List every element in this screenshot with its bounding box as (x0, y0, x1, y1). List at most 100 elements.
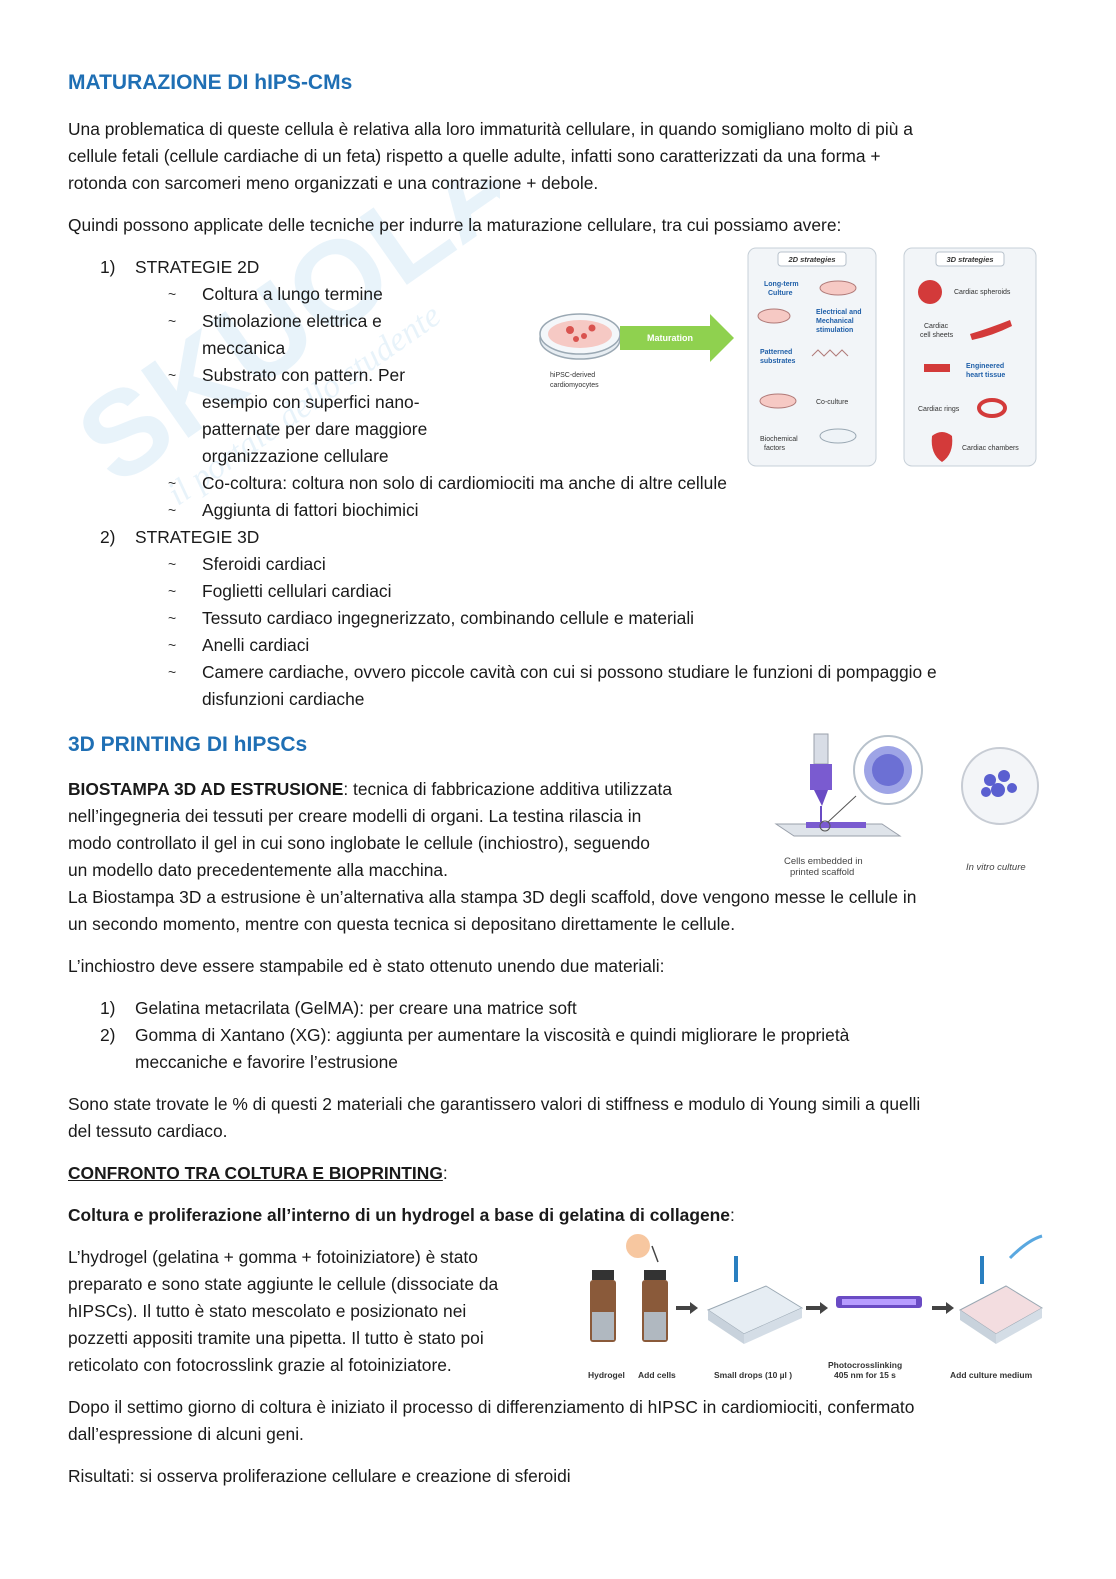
bullet-tilde: ~ (168, 583, 177, 599)
uv-lamp-icon (836, 1296, 922, 1308)
well-plate-icon (706, 1285, 804, 1344)
paragraph-line: modo controllato il gel in cui sono ingl… (68, 833, 650, 853)
bullet-text: Co-coltura: coltura non solo di cardiomi… (202, 473, 727, 493)
svg-text:Mechanical: Mechanical (816, 318, 854, 325)
paragraph-results: Risultati: si osserva proliferazione cel… (68, 1466, 571, 1486)
bullet-text: Camere cardiache, ovvero piccole cavità … (202, 662, 937, 682)
svg-text:Cardiac chambers: Cardiac chambers (962, 445, 1019, 452)
svg-text:Add culture medium: Add culture medium (950, 1370, 1033, 1380)
subheading-coltura: Coltura e proliferazione all’interno di … (68, 1205, 735, 1225)
paragraph-line: Una problematica di queste cellula è rel… (68, 119, 913, 139)
paragraph-line: rotonda con sarcomeri meno organizzati e… (68, 173, 599, 193)
section-title-3d-printing: 3D PRINTING DI hIPSCs (68, 733, 308, 756)
bullet-text: meccanica (202, 338, 286, 358)
bullet-tilde: ~ (168, 286, 177, 302)
paragraph-line: nell’ingegneria dei tessuti per creare m… (68, 806, 642, 826)
svg-text:3D strategies: 3D strategies (946, 255, 993, 264)
figure-bioprinting: Cells embedded in printed scaffold In vi… (774, 733, 1039, 878)
printer-nozzle-icon (810, 733, 832, 822)
bullet-text: esempio con superfici nano- (202, 392, 420, 412)
list-number: 2) (100, 527, 116, 547)
paragraph-line: dall’espressione di alcuni geni. (68, 1424, 304, 1444)
paragraph-line: Dopo il settimo giorno di coltura è iniz… (68, 1397, 915, 1417)
paragraph-line: pozzetti appositi tramite una pipetta. I… (68, 1328, 484, 1348)
svg-text:Biochemical: Biochemical (760, 436, 798, 443)
svg-text:hiPSC-derived: hiPSC-derived (550, 372, 595, 379)
svg-text:405 nm for 15 s: 405 nm for 15 s (834, 1370, 896, 1380)
bullet-tilde: ~ (168, 367, 177, 383)
hydrogel-vial-icon (590, 1270, 616, 1342)
svg-text:Cells embedded in: Cells embedded in (784, 856, 863, 867)
svg-text:Add cells: Add cells (638, 1370, 676, 1380)
bullet-tilde: ~ (168, 475, 177, 491)
bullet-tilde: ~ (168, 556, 177, 572)
bullet-text: organizzazione cellulare (202, 446, 389, 466)
svg-text:In vitro culture: In vitro culture (966, 862, 1026, 873)
svg-text:Cardiac: Cardiac (924, 323, 949, 330)
paragraph-line: del tessuto cardiaco. (68, 1121, 228, 1141)
list-label-2d: STRATEGIE 2D (135, 257, 260, 277)
svg-text:Electrical and: Electrical and (816, 309, 862, 316)
paragraph-intro-techniques: Quindi possono applicate delle tecniche … (68, 215, 842, 235)
list-number: 1) (100, 998, 116, 1018)
svg-text:stimulation: stimulation (816, 327, 853, 334)
svg-text:printed scaffold: printed scaffold (790, 867, 854, 878)
paragraph-bioprint-line: BIOSTAMPA 3D AD ESTRUSIONE: tecnica di f… (68, 776, 672, 803)
bullet-text: Foglietti cellulari cardiaci (202, 581, 392, 601)
subheading-confronto: CONFRONTO TRA COLTURA E BIOPRINTING: (68, 1163, 448, 1183)
svg-text:Culture: Culture (768, 290, 793, 297)
bullet-text: Sferoidi cardiaci (202, 554, 326, 574)
svg-text:Photocrosslinking: Photocrosslinking (828, 1360, 902, 1370)
paragraph-line: un modello dato precedentemente alla mac… (68, 860, 448, 880)
bullet-tilde: ~ (168, 610, 177, 626)
svg-text:2D strategies: 2D strategies (787, 255, 835, 264)
material-item: Gelatina metacrilata (GelMA): per creare… (135, 998, 577, 1018)
bullet-tilde: ~ (168, 313, 177, 329)
bullet-text: Stimolazione elettrica e (202, 311, 382, 331)
svg-text:substrates: substrates (760, 358, 796, 365)
bioprint-definition: : tecnica di fabbricazione additiva util… (343, 779, 673, 799)
paragraph-line: cellule fetali (cellule cardiache di un … (68, 146, 881, 166)
maturation-arrow-icon (620, 314, 734, 362)
bioprint-term: BIOSTAMPA 3D AD ESTRUSIONE (68, 779, 344, 799)
culture-plate-icon (959, 1285, 1043, 1344)
bullet-tilde: ~ (168, 637, 177, 653)
spheroid-icon (918, 280, 942, 304)
bullet-text: patternate per dare maggiore (202, 419, 428, 439)
paragraph-line: un secondo momento, mentre con questa te… (68, 914, 736, 934)
list-number: 1) (100, 257, 116, 277)
bullet-text: Substrato con pattern. Per (202, 365, 406, 385)
svg-text:Patterned: Patterned (760, 349, 792, 356)
magnified-cells-icon (853, 735, 923, 805)
svg-text:Cardiac rings: Cardiac rings (918, 406, 960, 413)
figure-maturation-strategies: hiPSC-derived cardiomyocytes Maturation … (539, 247, 1037, 467)
svg-text:Co-culture: Co-culture (816, 399, 848, 406)
bullet-tilde: ~ (168, 664, 177, 680)
paragraph-line: preparato e sono state aggiunte le cellu… (68, 1274, 499, 1294)
svg-text:Engineered: Engineered (966, 363, 1004, 370)
figure-hydrogel-process: Hydrogel Add cells Small drops (10 µl ) … (588, 1234, 1043, 1380)
list-number: 2) (100, 1025, 116, 1045)
material-item: Gomma di Xantano (XG): aggiunta per aume… (135, 1025, 850, 1045)
svg-text:cardiomyocytes: cardiomyocytes (550, 382, 599, 389)
section-title-maturazione: MATURAZIONE DI hIPS-CMs (68, 71, 353, 94)
svg-text:Cardiac spheroids: Cardiac spheroids (954, 289, 1011, 296)
svg-text:Small drops (10 µl ): Small drops (10 µl ) (714, 1370, 792, 1380)
paragraph-ink: L’inchiostro deve essere stampabile ed è… (68, 956, 665, 976)
svg-text:Long-term: Long-term (764, 281, 799, 288)
svg-text:cell sheets: cell sheets (920, 332, 954, 339)
bullet-text: Coltura a lungo termine (202, 284, 383, 304)
bullet-text: Anelli cardiaci (202, 635, 310, 655)
bullet-text: Tessuto cardiaco ingegnerizzato, combina… (202, 608, 695, 628)
ring-icon (977, 398, 1007, 418)
chamber-icon (931, 432, 953, 462)
svg-text:heart tissue: heart tissue (966, 372, 1005, 379)
material-item: meccaniche e favorire l’estrusione (135, 1052, 398, 1072)
paragraph-line: reticolato con fotocrosslink grazie al f… (68, 1355, 452, 1375)
paragraph-line: L’hydrogel (gelatina + gomma + fotoinizi… (68, 1247, 478, 1267)
cells-vial-icon (642, 1270, 668, 1342)
bullet-tilde: ~ (168, 502, 177, 518)
paragraph-line: hIPSCs). Il tutto è stato mescolato e po… (68, 1301, 467, 1321)
svg-text:Maturation: Maturation (647, 333, 693, 343)
